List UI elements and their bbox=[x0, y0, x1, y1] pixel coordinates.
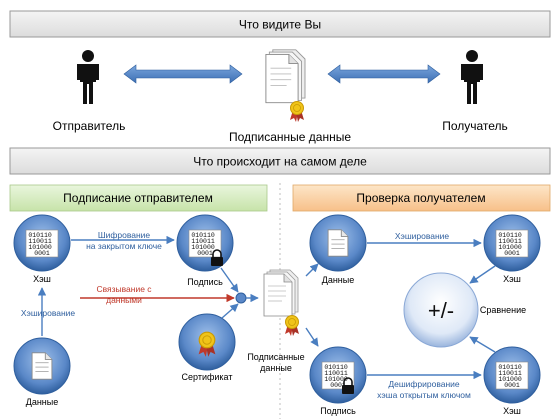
svg-text:010110 110011 1010: 010110 110011 101000 0001 bbox=[191, 232, 218, 257]
top-title-bar bbox=[9, 10, 551, 38]
binary-hash-icon bbox=[495, 229, 529, 258]
center-signed-label-2: данные bbox=[260, 363, 292, 373]
svg-text:010110 110011 1010: 010110 110011 101000 0001 bbox=[498, 364, 525, 389]
encrypt-label-1: Шифрование bbox=[98, 230, 151, 240]
left-section-header bbox=[9, 184, 268, 212]
certificate-node bbox=[178, 313, 236, 371]
certificate-to-junction-arrow bbox=[221, 303, 239, 319]
receiver-label: Получатель bbox=[442, 119, 508, 133]
svg-text:010110 110011 1010: 010110 110011 101000 0001 bbox=[498, 232, 525, 257]
hash-to-compare-arrow bbox=[469, 265, 496, 284]
right-hash2-node: 010110 110011 101000 0001 bbox=[483, 346, 541, 404]
right-section-title: Проверка получателем bbox=[356, 191, 485, 205]
binding-label-2: данными bbox=[106, 295, 142, 305]
signed-to-data-arrow bbox=[305, 263, 319, 277]
decrypt-label-1: Дешифрирование bbox=[388, 379, 460, 389]
right-hash-label: Хэш bbox=[503, 274, 521, 284]
signed-document-icon bbox=[265, 49, 306, 104]
binding-label-1: Связывание с bbox=[96, 284, 152, 294]
seal-icon bbox=[289, 101, 305, 123]
right-hash-node: 010110 110011 101000 0001 bbox=[483, 214, 541, 272]
right-signature-label: Подпись bbox=[320, 406, 356, 416]
signed-to-signature-arrow bbox=[305, 327, 319, 347]
signature-to-junction-arrow bbox=[220, 267, 239, 293]
center-seal-icon bbox=[284, 315, 300, 337]
document-icon bbox=[327, 229, 349, 257]
right-data-label: Данные bbox=[322, 275, 355, 285]
middle-title: Что происходит на самом деле bbox=[193, 155, 367, 169]
right-data-node bbox=[309, 214, 367, 272]
svg-text:010110 110011 1010: 010110 110011 101000 0001 bbox=[28, 232, 55, 257]
certificate-label: Сертификат bbox=[182, 372, 233, 382]
compare-node: +/- bbox=[403, 272, 479, 348]
decrypt-label-2: хэша открытым ключом bbox=[377, 390, 471, 400]
receiver-person-icon bbox=[461, 50, 483, 104]
left-signature-node: 010110 110011 101000 0001 bbox=[176, 214, 234, 272]
data-to-receiver-arrow bbox=[327, 64, 441, 84]
document-icon bbox=[31, 352, 53, 380]
hash2-to-compare-arrow bbox=[469, 336, 496, 353]
left-data-label: Данные bbox=[26, 397, 59, 407]
binary-hash-icon bbox=[25, 229, 59, 258]
signed-data-label: Подписанные данные bbox=[229, 130, 351, 144]
sender-person-icon bbox=[77, 50, 99, 104]
svg-text:010110 110011 1010: 010110 110011 101000 0001 bbox=[324, 364, 351, 389]
left-hash-label: Хэш bbox=[33, 274, 51, 284]
binary-hash-icon bbox=[321, 361, 355, 390]
left-signature-label: Подпись bbox=[187, 277, 223, 287]
middle-title-bar bbox=[9, 147, 551, 175]
encrypt-label-2: на закрытом ключе bbox=[86, 241, 162, 251]
compare-label: Сравнение bbox=[480, 305, 526, 315]
left-hashing-label: Хэширование bbox=[21, 308, 76, 318]
left-hash-node: 010110 110011 101000 0001 bbox=[13, 214, 71, 272]
sender-label: Отправитель bbox=[53, 119, 126, 133]
center-signed-document-icon bbox=[263, 269, 299, 317]
left-data-node bbox=[13, 337, 71, 395]
right-section-header bbox=[292, 184, 551, 212]
left-section-title: Подписание отправителем bbox=[63, 191, 213, 205]
center-signed-label-1: Подписанные bbox=[247, 352, 304, 362]
binding-junction bbox=[235, 292, 247, 304]
top-title: Что видите Вы bbox=[239, 18, 321, 32]
binary-hash-icon bbox=[188, 229, 222, 258]
binary-hash-icon bbox=[495, 361, 529, 390]
right-hashing-label: Хэширование bbox=[395, 231, 450, 241]
right-signature-node: 010110 110011 101000 0001 bbox=[309, 346, 367, 404]
sender-to-data-arrow bbox=[123, 64, 243, 84]
compare-symbol: +/- bbox=[428, 298, 454, 323]
right-hash2-label: Хэш bbox=[503, 406, 521, 416]
